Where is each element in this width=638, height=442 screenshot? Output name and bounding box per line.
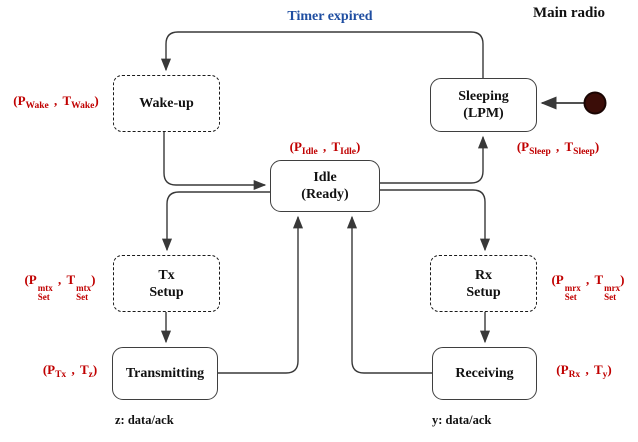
state-tx-setup-label-line2: Setup (149, 284, 184, 300)
param-label-wake-up: (PWake , TWake) (13, 93, 99, 111)
state-sleeping-label-line1: Sleeping (458, 89, 509, 104)
edge-transmitting-to-idle (218, 215, 304, 374)
state-sleeping: Sleeping (LPM) (430, 78, 537, 132)
initial-state-dot (583, 91, 607, 115)
state-idle-label-line1: Idle (313, 170, 337, 185)
state-receiving: Receiving (432, 347, 537, 400)
state-sleeping-label-line2: (LPM) (463, 106, 504, 121)
edge-idle-to-rx-setup (380, 189, 491, 252)
footnote-z: z: data/ack (115, 413, 174, 427)
edge-receiving-to-idle (346, 215, 432, 374)
footnote-y: y: data/ack (432, 413, 492, 427)
diagram-title: Main radio (532, 5, 606, 21)
state-tx-setup-label-line1: Tx (158, 267, 175, 283)
transition-label-timer-expired: Timer expired (287, 9, 373, 24)
state-idle-label-line2: (Ready) (301, 187, 349, 202)
state-wake-up-label: Wake-up (139, 96, 194, 111)
state-rx-setup-label-line1: Rx (474, 267, 493, 283)
state-rx-setup-label-line2: Setup (466, 284, 501, 300)
state-receiving-label: Receiving (455, 366, 514, 381)
state-wake-up: Wake-up (113, 75, 220, 132)
param-label-idle: (PIdle , TIdle) (289, 139, 361, 157)
edge-idle-to-sleeping (380, 135, 489, 184)
edge-wakeup-to-idle (163, 132, 267, 191)
state-idle: Idle (Ready) (270, 160, 380, 212)
param-label-transmitting: (PTx , Tz) (42, 362, 98, 380)
state-transmitting: Transmitting (112, 347, 218, 400)
state-tx-setup: Tx Setup (113, 255, 220, 312)
edge-sleeping-to-wakeup-timer-expired (160, 31, 484, 78)
state-transmitting-label: Transmitting (125, 366, 205, 381)
edge-idle-to-tx-setup (161, 191, 270, 252)
param-label-receiving: (PRx , Ty) (556, 362, 612, 380)
state-rx-setup: Rx Setup (430, 255, 537, 312)
param-label-sleeping: (PSleep , TSleep) (516, 139, 600, 157)
